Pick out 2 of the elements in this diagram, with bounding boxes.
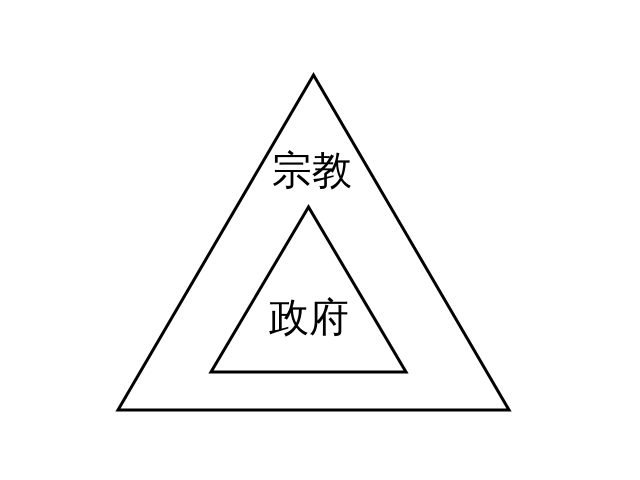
- triangle-label: 政府: [269, 296, 349, 340]
- triangle-label: 宗教: [272, 149, 352, 193]
